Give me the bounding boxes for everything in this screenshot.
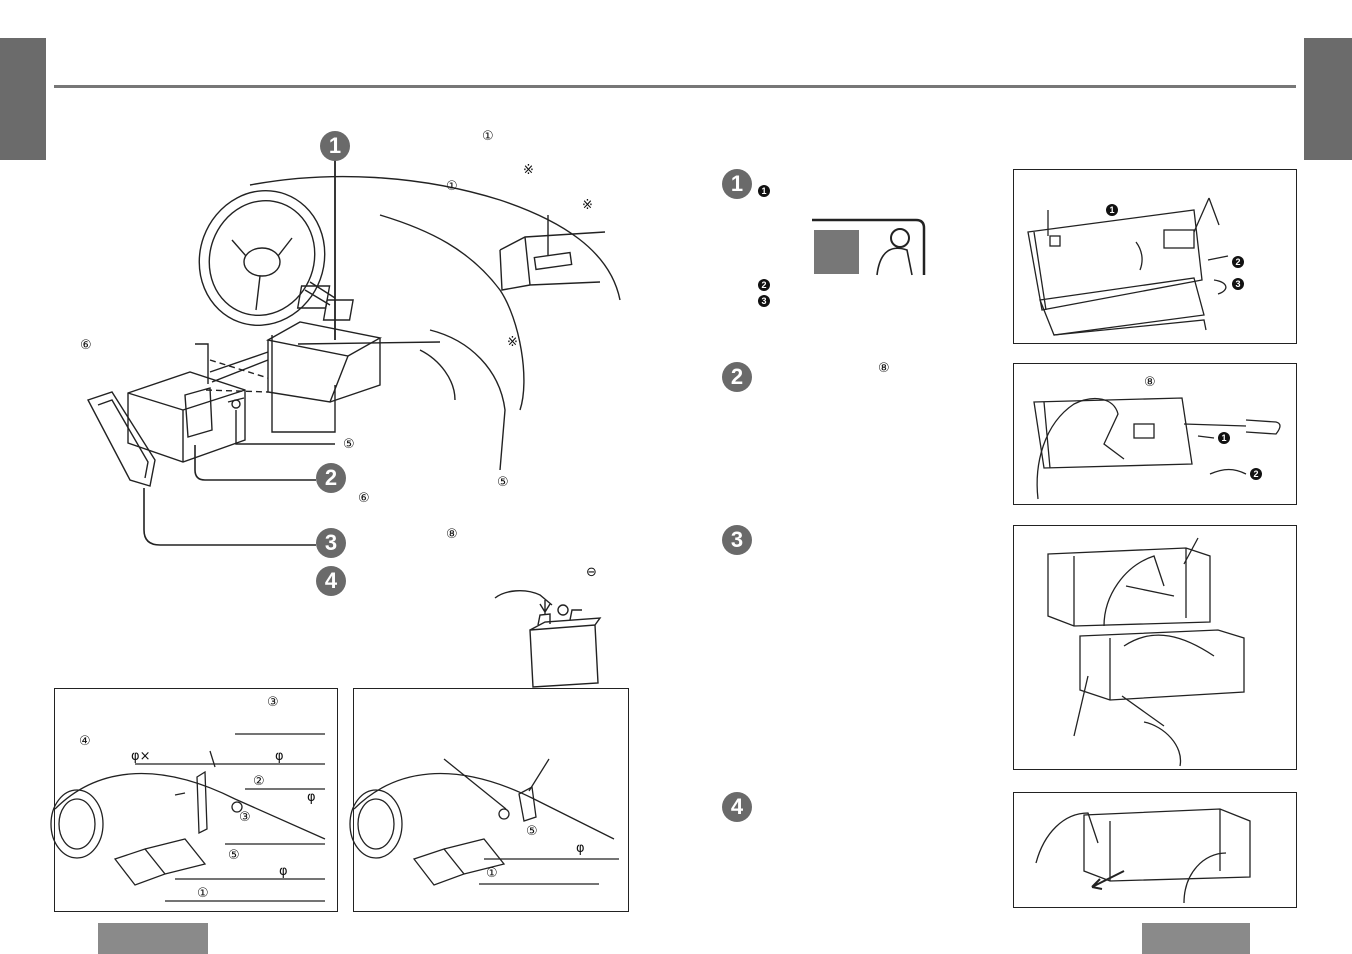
substep-2-marker: 2 — [758, 279, 770, 291]
negative-terminal-symbol: ⊖ — [586, 565, 597, 580]
step-3-marker-left: 3 — [316, 528, 346, 558]
ref-part-1-b: ① — [446, 179, 458, 194]
panel2-ref-8: ⑧ — [1144, 375, 1156, 390]
inset1-phi-times: φ× — [131, 749, 151, 764]
header-rule — [54, 85, 1296, 88]
inset2-phi: φ — [576, 841, 585, 856]
panel1-substep-1: 1 — [1106, 204, 1118, 216]
panel-step-1-remove-faceplate: 1 2 3 — [1013, 169, 1297, 344]
ref-part-6-a: ⑥ — [80, 338, 92, 353]
ref-part-1-a: ① — [482, 129, 494, 144]
step-2-marker-left: 2 — [316, 463, 346, 493]
ref-note-a: ※ — [523, 163, 534, 178]
panel-step-2-pry-unit: ⑧ 1 2 — [1013, 363, 1297, 505]
ref-part-8-a: ⑧ — [446, 527, 458, 542]
panel-step-4-pull-out-unit — [1013, 792, 1297, 908]
ref-note-c: ※ — [507, 335, 518, 350]
inset2-ref-1: ① — [486, 866, 498, 881]
inset1-ref-3-top: ③ — [267, 695, 279, 710]
inset1-phi-a: φ — [275, 749, 284, 764]
panel1-substep-3: 3 — [1232, 278, 1244, 290]
panel-step-3-release-clips — [1013, 525, 1297, 770]
step-3-marker-right: 3 — [722, 525, 752, 555]
ref-part-5-b: ⑤ — [497, 475, 509, 490]
step-2-marker-right: 2 — [722, 362, 752, 392]
ref-part-6-b: ⑥ — [358, 491, 370, 506]
inset2-ref-5: ⑤ — [526, 824, 538, 839]
step-1-marker-left: 1 — [320, 131, 350, 161]
panel2-substep-2: 2 — [1250, 468, 1262, 480]
right-footer-bar — [1142, 923, 1250, 954]
bolt-bracket-inset: ⑤ φ ① — [349, 688, 629, 912]
substep-3-marker: 3 — [758, 295, 770, 307]
inset1-ref-5: ⑤ — [228, 848, 240, 863]
panel1-substep-2: 2 — [1232, 256, 1244, 268]
substep-1-marker: 1 — [758, 185, 770, 197]
step2-ref-8: ⑧ — [878, 361, 890, 376]
inset1-ref-1: ① — [197, 886, 209, 901]
inset1-phi-c: φ — [279, 864, 288, 879]
left-footer-bar — [98, 923, 208, 954]
right-edge-tab — [1304, 38, 1352, 160]
inset1-ref-4: ④ — [79, 734, 91, 749]
step-4-marker-right: 4 — [722, 792, 752, 822]
ref-part-5-a: ⑤ — [343, 437, 355, 452]
step-4-marker-left: 4 — [316, 566, 346, 596]
left-edge-tab — [0, 38, 46, 160]
inset1-phi-b: φ — [307, 790, 316, 805]
mounting-strap-inset: ③ ④ φ× φ ② φ ③ ⑤ φ ① — [50, 688, 338, 912]
ref-note-b: ※ — [582, 198, 593, 213]
panel2-substep-1: 1 — [1218, 432, 1230, 444]
step-1-marker-right: 1 — [722, 169, 752, 199]
inset1-ref-3: ③ — [239, 810, 251, 825]
inset1-ref-2: ② — [253, 774, 265, 789]
face-panel-illustration — [812, 218, 926, 276]
